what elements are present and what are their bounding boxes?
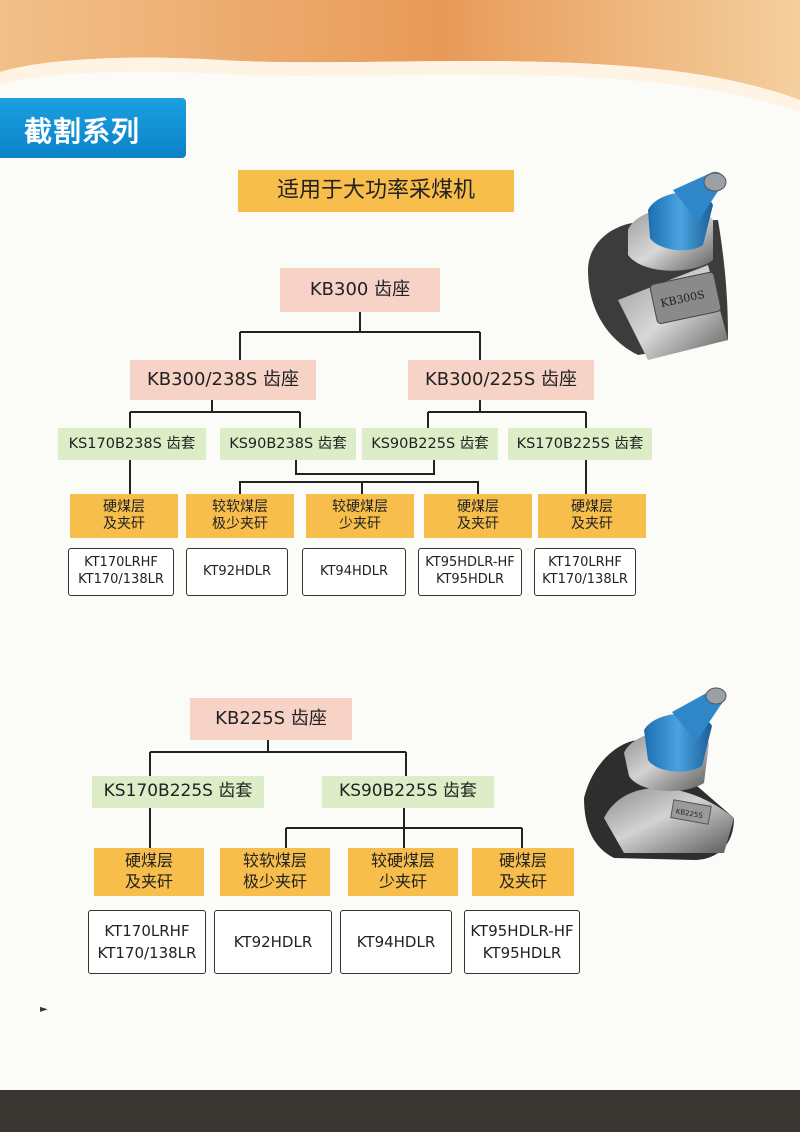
sleeve-ks90b225s: KS90B225S 齿套 xyxy=(362,428,498,460)
condition-soft-seam: 较软煤层 极少夹矸 xyxy=(186,494,294,538)
application-banner: 适用于大功率采煤机 xyxy=(238,170,514,212)
pick-models: KT92HDLR xyxy=(214,910,332,974)
condition-hard-seam: 硬煤层 及夹矸 xyxy=(424,494,532,538)
pick-models: KT170LRHF KT170/138LR xyxy=(88,910,206,974)
holder-kb225s: KB225S 齿座 xyxy=(190,698,352,740)
bullet-marker: ► xyxy=(40,1004,48,1015)
section-title: 截割系列 xyxy=(24,115,141,148)
pick-models: KT94HDLR xyxy=(340,910,452,974)
condition-soft-seam: 较软煤层 极少夹矸 xyxy=(220,848,330,896)
pick-models: KT92HDLR xyxy=(186,548,288,596)
pick-models: KT95HDLR-HF KT95HDLR xyxy=(464,910,580,974)
pick-models: KT94HDLR xyxy=(302,548,406,596)
sleeve-ks170b238s: KS170B238S 齿套 xyxy=(58,428,206,460)
condition-medium-hard-seam: 较硬煤层 少夹矸 xyxy=(306,494,414,538)
holder-kb300-238s: KB300/238S 齿座 xyxy=(130,360,316,400)
pick-models: KT170LRHF KT170/138LR xyxy=(534,548,636,596)
condition-hard-seam: 硬煤层 及夹矸 xyxy=(70,494,178,538)
holder-kb300-225s: KB300/225S 齿座 xyxy=(408,360,594,400)
holder-kb300: KB300 齿座 xyxy=(280,268,440,312)
sleeve-ks170b225s: KS170B225S 齿套 xyxy=(508,428,652,460)
pick-holder-image-kb300: KB300S xyxy=(588,171,728,360)
condition-hard-seam: 硬煤层 及夹矸 xyxy=(94,848,204,896)
sleeve-ks90b238s: KS90B238S 齿套 xyxy=(220,428,356,460)
pick-models: KT170LRHF KT170/138LR xyxy=(68,548,174,596)
condition-hard-seam: 硬煤层 及夹矸 xyxy=(538,494,646,538)
header-wave xyxy=(0,0,800,112)
condition-medium-hard-seam: 较硬煤层 少夹矸 xyxy=(348,848,458,896)
condition-hard-seam: 硬煤层 及夹矸 xyxy=(472,848,574,896)
pick-models: KT95HDLR-HF KT95HDLR xyxy=(418,548,522,596)
sleeve-ks170b225s: KS170B225S 齿套 xyxy=(92,776,264,808)
section-title-tab: 截割系列 xyxy=(0,98,186,158)
pick-holder-image-kb225s: KB225S xyxy=(584,687,734,860)
footer-band xyxy=(0,1090,800,1132)
sleeve-ks90b225s: KS90B225S 齿套 xyxy=(322,776,494,808)
